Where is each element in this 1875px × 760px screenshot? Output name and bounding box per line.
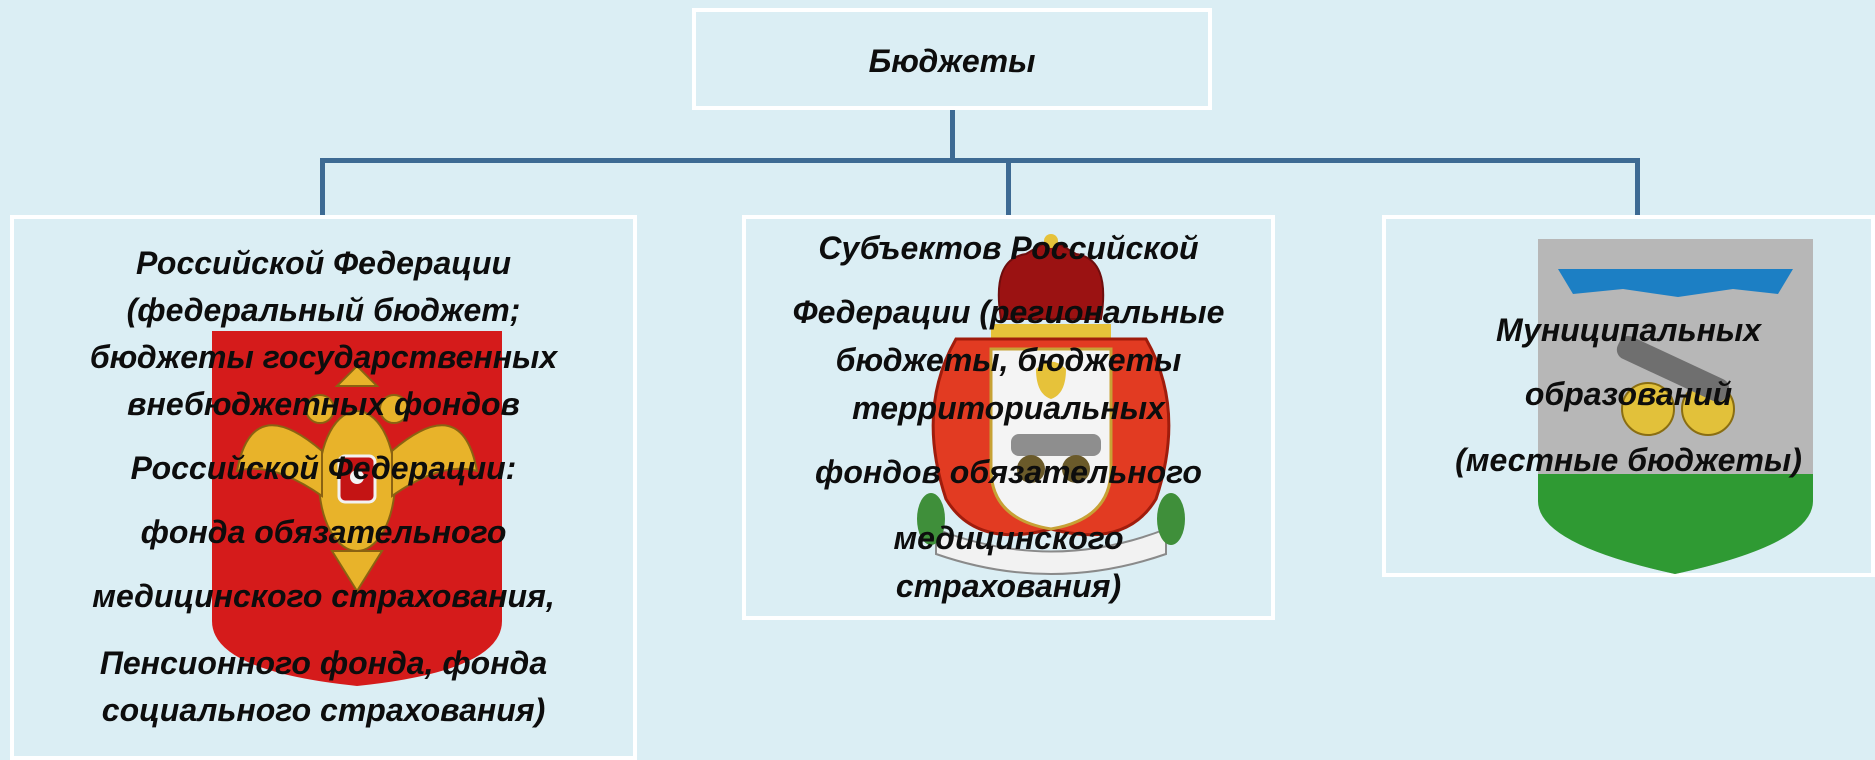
regional-line-7: страхования): [895, 568, 1122, 604]
node-municipal: Муниципальных образований (местные бюдже…: [1382, 215, 1875, 577]
node-regional: Субъектов Российской Федерации (регионал…: [742, 215, 1275, 620]
federal-line-7: медицинского страхования,: [92, 578, 555, 614]
regional-line-2: Федерации (региональные: [792, 294, 1225, 330]
regional-line-5: фондов обязательного: [815, 454, 1202, 490]
coat-of-arms-municipality-icon: [1538, 239, 1813, 574]
federal-line-4: внебюджетных фондов: [127, 386, 520, 422]
root-node: Бюджеты: [692, 8, 1212, 110]
connector-root-down: [950, 108, 955, 160]
federal-line-6: фонда обязательного: [140, 514, 507, 550]
connector-to-federal: [320, 158, 325, 216]
federal-line-5: Российской Федерации:: [130, 450, 517, 486]
connector-to-regional: [1006, 158, 1011, 216]
federal-line-9: социального страхования): [101, 692, 546, 728]
municipal-line-1: Муниципальных: [1495, 312, 1762, 348]
federal-line-3: бюджеты государственных: [89, 339, 558, 375]
regional-line-3: бюджеты, бюджеты: [835, 342, 1182, 378]
federal-line-1: Российской Федерации: [135, 245, 511, 281]
federal-line-2: (федеральный бюджет;: [126, 292, 521, 328]
coat-of-arms-russian-federation-icon: [212, 331, 502, 686]
connector-horizontal: [320, 158, 1640, 163]
connector-to-municipal: [1635, 158, 1640, 216]
regional-line-4: территориальных: [852, 390, 1165, 426]
node-federal: Российской Федерации (федеральный бюджет…: [10, 215, 637, 760]
municipal-line-2: образований: [1524, 376, 1733, 412]
root-label: Бюджеты: [868, 43, 1036, 79]
regional-line-1: Субъектов Российской: [818, 230, 1199, 266]
municipal-line-3: (местные бюджеты): [1455, 442, 1802, 478]
regional-line-6: медицинского: [893, 520, 1124, 556]
coat-of-arms-smolensk-region-icon: [917, 234, 1185, 575]
federal-line-8: Пенсионного фонда, фонда: [99, 645, 548, 681]
